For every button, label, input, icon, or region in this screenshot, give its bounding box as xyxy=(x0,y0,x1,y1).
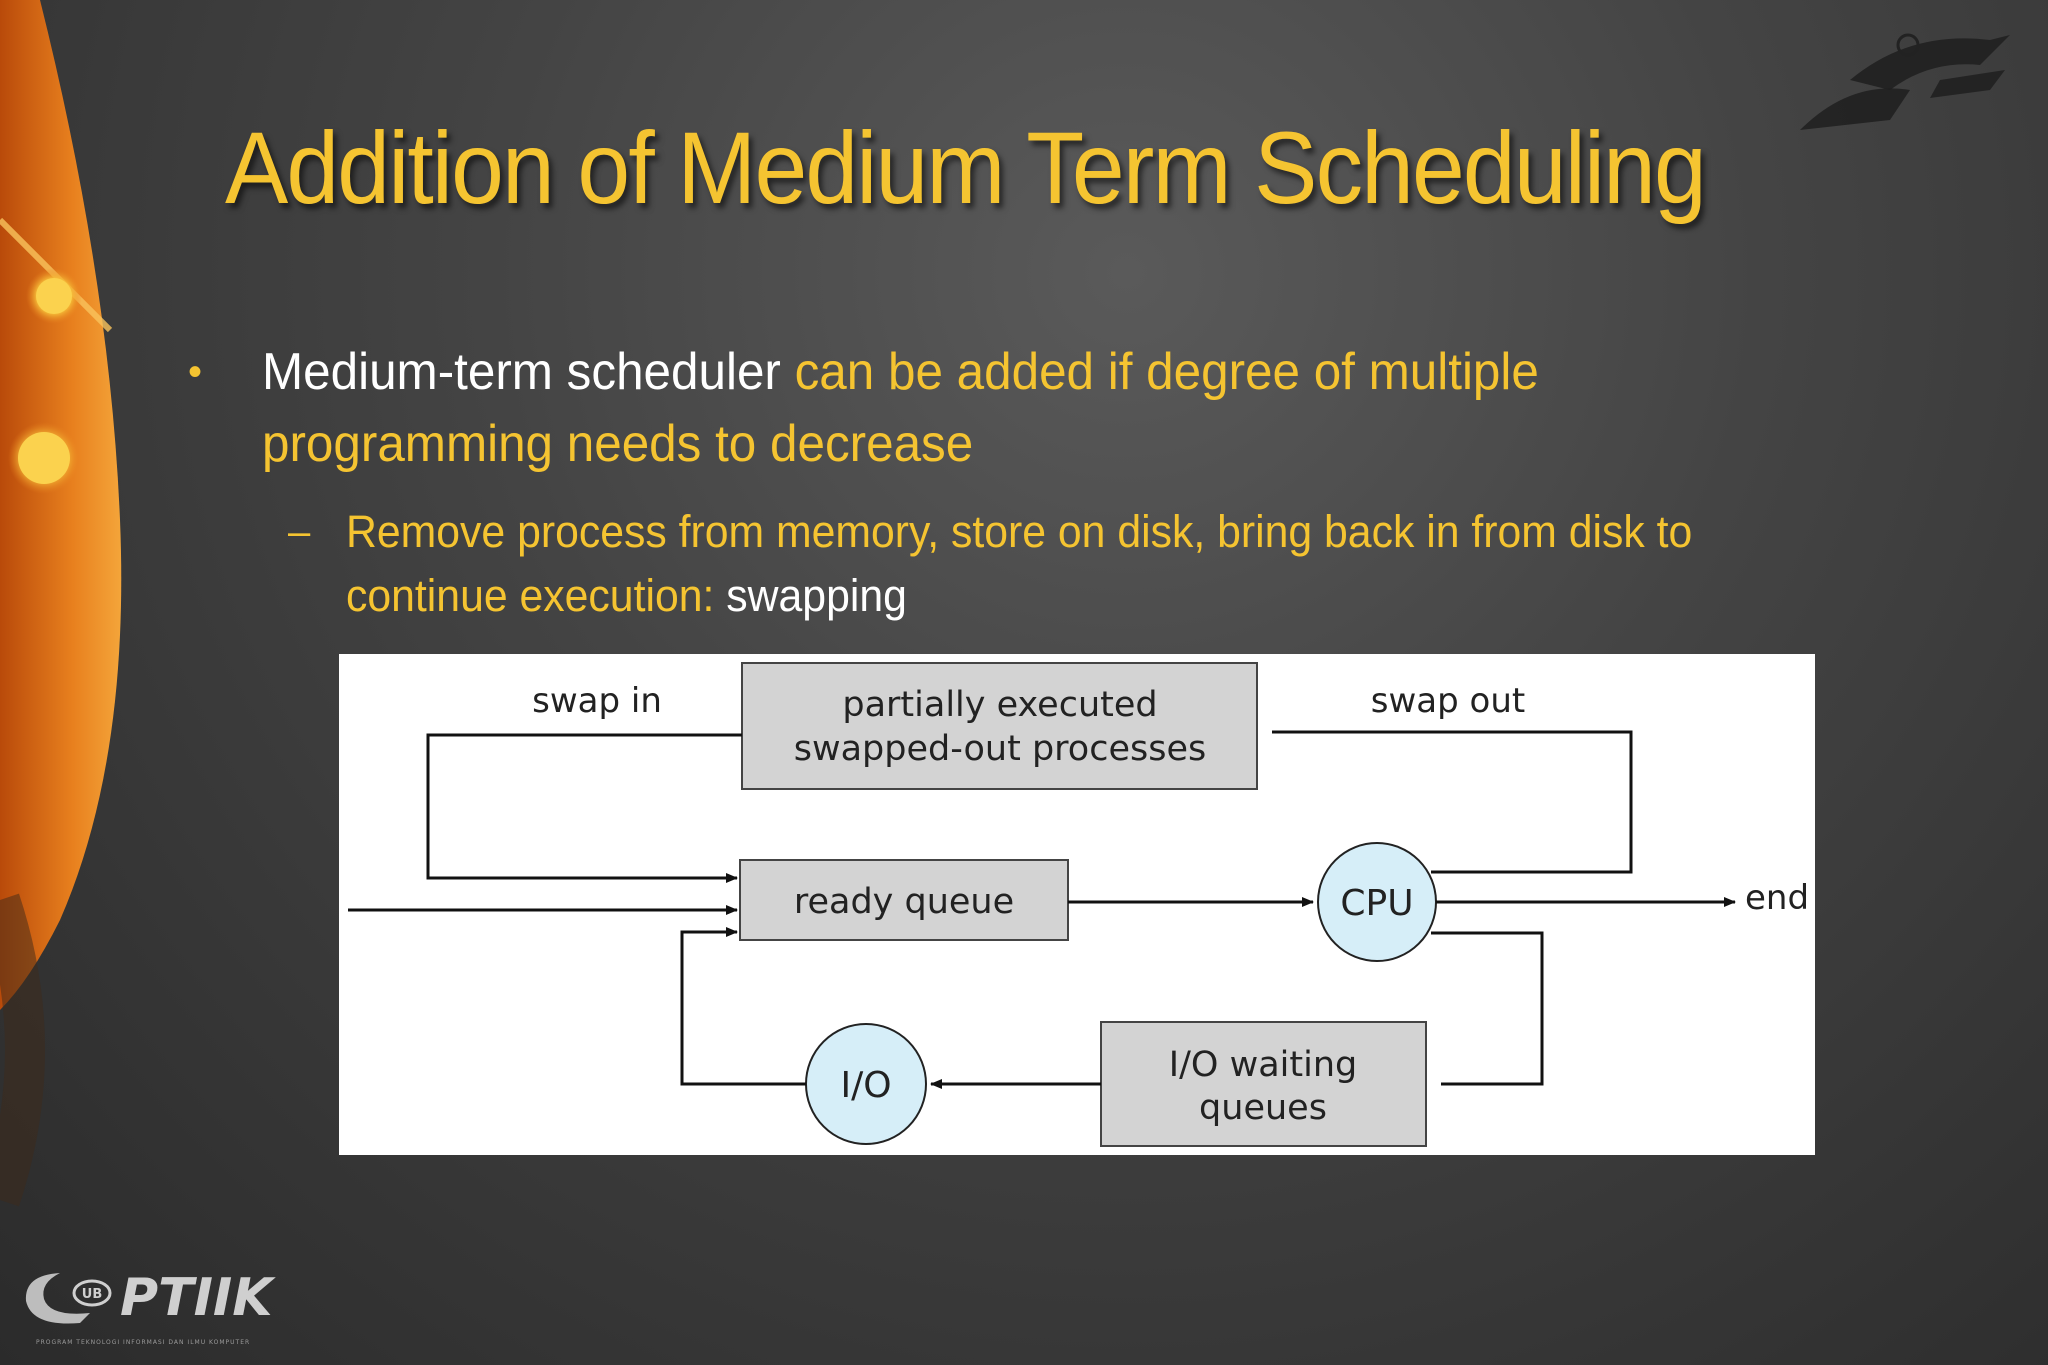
swap-in-arrow xyxy=(426,733,742,883)
swapped-out-line2: swapped-out processes xyxy=(794,729,1206,769)
end-label: end xyxy=(1745,878,1809,918)
cpu-to-io-wait-line xyxy=(1431,931,1544,1086)
sub-bullet-text: Remove process from memory, store on dis… xyxy=(346,506,1693,621)
io-waiting-box xyxy=(1100,1021,1427,1147)
sub-bullet-highlight: swapping xyxy=(726,570,907,621)
slide-title: Addition of Medium Term Scheduling xyxy=(225,111,1707,225)
logo-brand: PTIIK xyxy=(120,1268,276,1328)
sub-bullet-marker: – xyxy=(288,510,311,554)
swap-in-label: swap in xyxy=(532,681,662,721)
logo-tagline: PROGRAM TEKNOLOGI INFORMASI DAN ILMU KOM… xyxy=(36,1339,250,1346)
io-label: I/O xyxy=(840,1065,891,1106)
swap-out-arrow xyxy=(1272,730,1633,874)
bullet-lead: Medium-term scheduler xyxy=(262,343,781,401)
io-to-ready-arrow xyxy=(680,927,806,1086)
cpu-label: CPU xyxy=(1340,883,1413,924)
ready-queue-box xyxy=(739,859,1069,941)
bullet-rest: can be added if degree of multiple progr… xyxy=(262,343,1539,473)
bullet-item: Medium-term scheduler can be added if de… xyxy=(262,336,1820,480)
swapped-out-line1: partially executed xyxy=(842,685,1157,725)
ready-queue-label: ready queue xyxy=(794,882,1014,922)
decorative-swoosh xyxy=(0,0,122,1207)
io-waiting-line2: queues xyxy=(1199,1088,1327,1128)
io-waiting-line1: I/O waiting xyxy=(1169,1045,1357,1085)
sub-bullet-item: Remove process from memory, store on dis… xyxy=(346,500,1847,628)
bullet-marker: • xyxy=(188,350,203,394)
swapped-out-box xyxy=(741,662,1258,790)
swap-out-label: swap out xyxy=(1371,681,1525,721)
logo-badge: UB xyxy=(82,1287,102,1302)
watermark-logo xyxy=(1800,33,2010,130)
ptiik-logo: UB PTIIK PROGRAM TEKNOLOGI INFORMASI DAN… xyxy=(25,1268,276,1346)
scheduling-diagram: partially executed swapped-out processes… xyxy=(339,654,1815,1155)
